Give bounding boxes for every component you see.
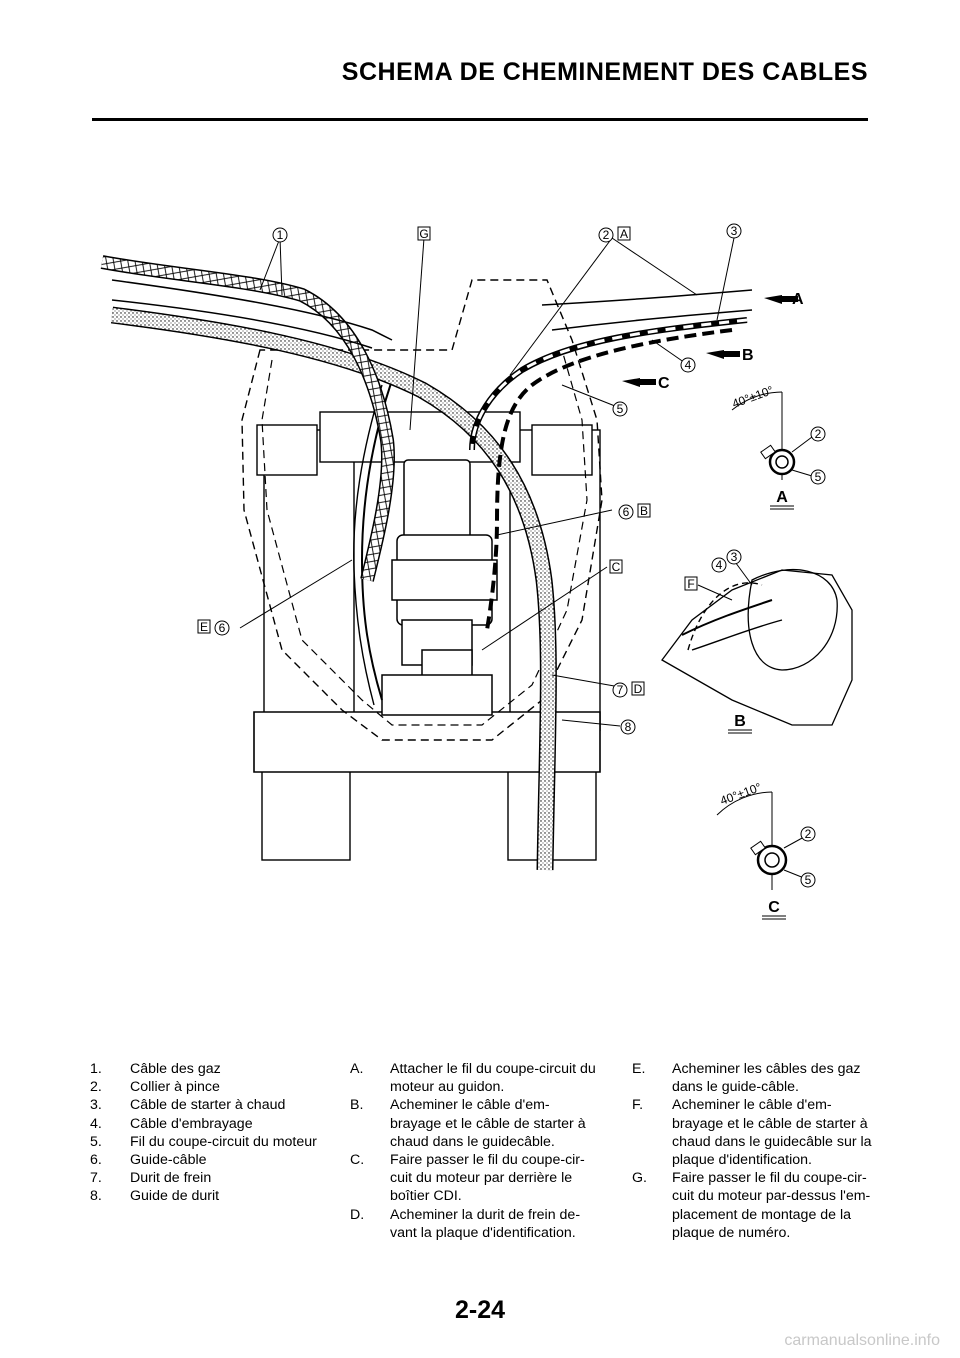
legend-item: 4.Câble d'embrayage bbox=[90, 1115, 253, 1132]
page-title: SCHEMA DE CHEMINEMENT DES CABLES bbox=[341, 58, 868, 86]
legend-letters-2: E.Acheminer les câbles des gaz dans le g… bbox=[632, 1060, 882, 1242]
svg-text:7: 7 bbox=[617, 683, 624, 697]
svg-text:4: 4 bbox=[685, 358, 692, 372]
svg-text:4: 4 bbox=[716, 558, 723, 572]
svg-text:A: A bbox=[620, 227, 628, 241]
svg-text:B: B bbox=[640, 504, 648, 518]
svg-text:3: 3 bbox=[731, 550, 738, 564]
svg-text:G: G bbox=[419, 227, 428, 241]
legend-item: A.Attacher le fil du coupe-circuit du mo… bbox=[350, 1061, 596, 1096]
detail-a: 40°±10° 2 5 A bbox=[730, 383, 826, 510]
detail-b: F 4 3 B bbox=[661, 549, 853, 734]
harness bbox=[360, 379, 393, 701]
svg-text:3: 3 bbox=[731, 224, 738, 238]
legend-item: 5.Fil du coupe-circuit du moteur bbox=[90, 1133, 317, 1150]
svg-text:6: 6 bbox=[219, 621, 226, 635]
title-rule bbox=[92, 118, 868, 121]
number-plate-outline bbox=[241, 279, 603, 741]
arrow-c-label: C bbox=[658, 375, 670, 392]
svg-text:C: C bbox=[768, 899, 780, 916]
legend-item: C.Faire passer le fil du coupe-cir-cuit … bbox=[350, 1152, 585, 1205]
legend-item: 1.Câble des gaz bbox=[90, 1061, 221, 1077]
detail-c: 40°±10° 2 5 C bbox=[716, 780, 816, 920]
legend-item: 3.Câble de starter à chaud bbox=[90, 1097, 286, 1114]
page-number: 2-24 bbox=[454, 1296, 506, 1324]
legend-item: 8.Guide de durit bbox=[90, 1188, 220, 1205]
svg-text:40°±10°: 40°±10° bbox=[730, 383, 775, 411]
svg-text:A: A bbox=[776, 489, 788, 506]
svg-text:8: 8 bbox=[625, 720, 632, 734]
legend-item: D.Acheminer la durit de frein de-vant la… bbox=[350, 1206, 581, 1241]
svg-text:2: 2 bbox=[603, 228, 610, 242]
cdi-box bbox=[381, 459, 498, 716]
upper-clamps bbox=[256, 411, 593, 476]
arrow-a-label: A bbox=[792, 291, 804, 308]
svg-text:5: 5 bbox=[815, 470, 822, 484]
legend-item: E.Acheminer les câbles des gaz dans le g… bbox=[632, 1061, 861, 1096]
svg-text:1: 1 bbox=[277, 228, 284, 242]
leader-lines bbox=[239, 237, 735, 727]
svg-text:5: 5 bbox=[617, 402, 624, 416]
svg-text:D: D bbox=[634, 682, 643, 696]
legend-item: G.Faire passer le fil du coupe-cir-cuit … bbox=[632, 1170, 871, 1241]
view-arrows bbox=[622, 295, 798, 387]
svg-text:40°±10°: 40°±10° bbox=[718, 780, 763, 808]
svg-text:C: C bbox=[612, 560, 621, 574]
svg-text:2: 2 bbox=[805, 827, 812, 841]
legend-numbers: 1.Câble des gaz 2.Collier à pince 3.Câbl… bbox=[90, 1060, 340, 1206]
handlebar bbox=[111, 279, 393, 341]
legend-item: 2.Collier à pince bbox=[90, 1079, 220, 1096]
svg-text:F: F bbox=[687, 577, 694, 591]
legend-item: B.Acheminer le câble d'em-brayage et le … bbox=[350, 1097, 586, 1150]
svg-text:2: 2 bbox=[815, 427, 822, 441]
arrow-b-label: B bbox=[742, 347, 754, 364]
cable-routing-diagram: A B C 1 G 2 A 3 4 5 6 B C E 6 7 D 8 40°±… bbox=[92, 180, 868, 950]
svg-text:E: E bbox=[200, 620, 208, 634]
callouts: 1 G 2 A 3 4 5 6 B C E 6 7 D 8 bbox=[197, 223, 742, 735]
legend-item: 7.Durit de frein bbox=[90, 1170, 212, 1187]
kill-switch-wire bbox=[485, 328, 733, 631]
svg-text:5: 5 bbox=[805, 873, 812, 887]
legend-letters-1: A.Attacher le fil du coupe-circuit du mo… bbox=[350, 1060, 600, 1242]
svg-text:B: B bbox=[734, 713, 746, 730]
watermark: carmanualsonline.info bbox=[784, 1332, 940, 1349]
svg-text:6: 6 bbox=[623, 505, 630, 519]
legend-item: F.Acheminer le câble d'em-brayage et le … bbox=[632, 1097, 872, 1169]
legend-item: 6.Guide-câble bbox=[90, 1152, 207, 1169]
